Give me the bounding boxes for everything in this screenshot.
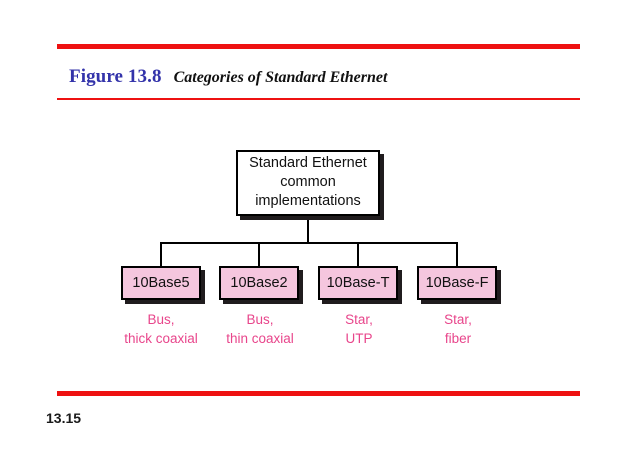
connector-drop-3 xyxy=(357,242,359,267)
connector-trunk xyxy=(307,220,309,244)
caption-10basef: Star, fiber xyxy=(393,311,523,348)
caption-10baset: Star, UTP xyxy=(294,311,424,348)
caption-10base5: Bus, thick coaxial xyxy=(96,311,226,348)
page-number: 13.15 xyxy=(46,410,82,426)
header-rule-thick xyxy=(57,44,580,49)
root-line-3: implementations xyxy=(255,193,361,210)
caption-10base2-line-2: thin coaxial xyxy=(226,330,294,346)
connector-drop-2 xyxy=(258,242,260,267)
caption-10base2: Bus, thin coaxial xyxy=(195,311,325,348)
figure-title: Figure 13.8 Categories of Standard Ether… xyxy=(69,66,387,88)
node-10baset: 10Base-T xyxy=(318,266,398,300)
root-line-2: common xyxy=(280,173,336,190)
connector-drop-4 xyxy=(456,242,458,267)
caption-10base5-line-1: Bus, xyxy=(147,312,175,327)
caption-10base2-line-1: Bus, xyxy=(246,312,274,327)
root-line-1: Standard Ethernet xyxy=(249,154,367,171)
caption-10basef-line-2: fiber xyxy=(444,330,472,346)
caption-10baset-line-2: UTP xyxy=(345,330,373,346)
connector-drop-1 xyxy=(160,242,162,267)
footer-rule-thick xyxy=(57,391,580,396)
caption-10base5-line-2: thick coaxial xyxy=(124,330,198,346)
figure-number-label: Figure 13.8 xyxy=(69,66,162,87)
node-standard-ethernet-root: Standard Ethernet common implementations xyxy=(236,150,380,216)
node-10basef: 10Base-F xyxy=(417,266,497,300)
figure-caption-text: Categories of Standard Ethernet xyxy=(173,69,388,86)
connector-horizontal-bar xyxy=(160,242,458,244)
header-rule-thin xyxy=(57,98,580,100)
node-10base2-label: 10Base2 xyxy=(230,275,288,291)
caption-10basef-line-1: Star, xyxy=(444,312,472,327)
node-10basef-label: 10Base-F xyxy=(425,275,489,291)
node-10base5: 10Base5 xyxy=(121,266,201,300)
node-10baset-label: 10Base-T xyxy=(326,275,390,291)
caption-10baset-line-1: Star, xyxy=(345,312,373,327)
node-10base5-label: 10Base5 xyxy=(132,275,190,291)
node-10base2: 10Base2 xyxy=(219,266,299,300)
